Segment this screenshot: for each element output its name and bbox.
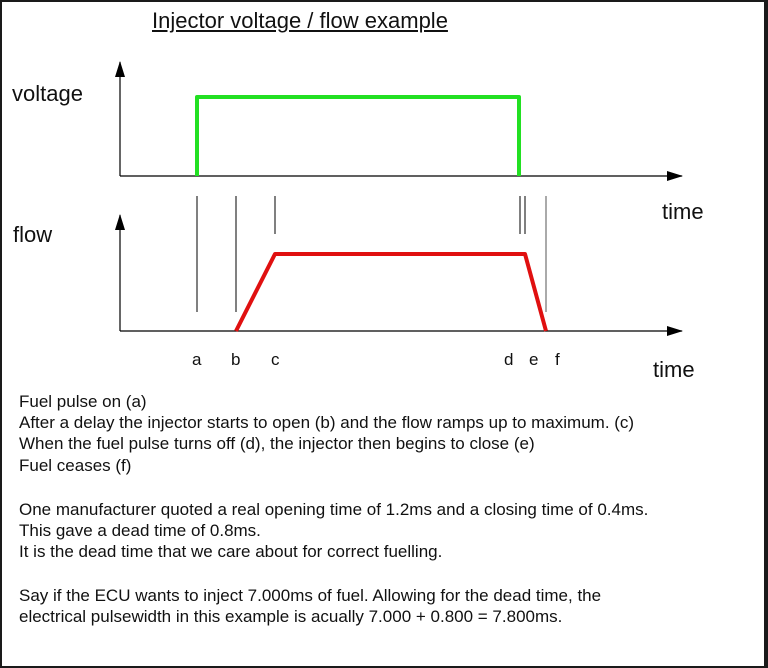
voltage-pulse (195, 95, 521, 176)
text-line: It is the dead time that we care about f… (19, 542, 443, 561)
marker-label-b: b (231, 350, 241, 369)
text-line: When the fuel pulse turns off (d), the i… (19, 434, 535, 453)
time-label-top: time (662, 199, 704, 224)
diagram-title: Injector voltage / flow example (152, 8, 448, 33)
text-line: Fuel ceases (f) (19, 456, 132, 475)
voltage-label: voltage (12, 81, 83, 106)
text-line: After a delay the injector starts to ope… (19, 413, 635, 432)
marker-label-a: a (192, 350, 202, 369)
flow-curve (234, 252, 548, 332)
marker-label-c: c (271, 350, 280, 369)
text-line: electrical pulsewidth in this example is… (19, 607, 563, 626)
text-line: Fuel pulse on (a) (19, 392, 147, 411)
flow-label: flow (13, 222, 53, 247)
text-line: One manufacturer quoted a real opening t… (19, 500, 649, 519)
marker-label-d: d (504, 350, 514, 369)
text-line: This gave a dead time of 0.8ms. (19, 521, 261, 540)
marker-label-e: e (529, 350, 539, 369)
marker-label-f: f (555, 350, 560, 369)
text-line: Say if the ECU wants to inject 7.000ms o… (19, 586, 602, 605)
time-label-bottom: time (653, 357, 695, 382)
